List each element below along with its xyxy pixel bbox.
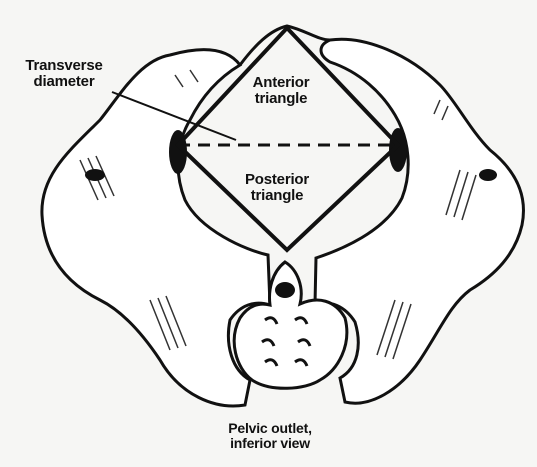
posterior-label-line2: triangle bbox=[222, 188, 332, 204]
anterior-label-line2: triangle bbox=[226, 91, 336, 107]
transverse-diameter-label: Transverse diameter bbox=[8, 58, 120, 90]
caption-line1: Pelvic outlet, bbox=[200, 421, 340, 436]
figure-caption: Pelvic outlet, inferior view bbox=[200, 421, 340, 451]
posterior-triangle-label: Posterior triangle bbox=[222, 172, 332, 204]
transverse-label-line1: Transverse bbox=[8, 58, 120, 74]
anterior-label-line1: Anterior bbox=[226, 75, 336, 91]
transverse-label-line2: diameter bbox=[8, 74, 120, 90]
caption-line2: inferior view bbox=[200, 436, 340, 451]
sacral-dark-spot bbox=[275, 282, 295, 298]
posterior-label-line1: Posterior bbox=[222, 172, 332, 188]
anterior-triangle-label: Anterior triangle bbox=[226, 75, 336, 107]
right-hip-bone bbox=[315, 39, 523, 403]
left-dark-spot bbox=[85, 169, 105, 181]
right-dark-spot bbox=[479, 169, 497, 181]
